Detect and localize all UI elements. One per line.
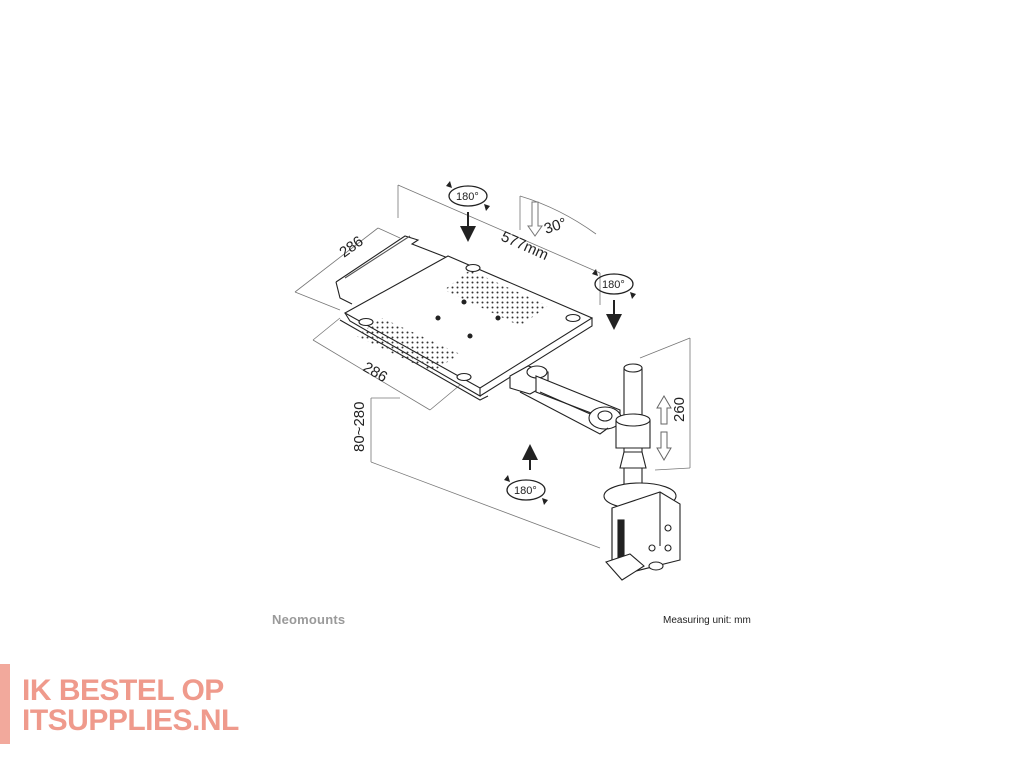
rotation-label: 180° (602, 279, 625, 291)
mount-pole (603, 363, 681, 581)
rotation-indicator-right: 180° (592, 269, 636, 299)
laptop-tray (335, 235, 594, 401)
badge-accent-bar (0, 664, 10, 744)
tilt-arrow (527, 201, 543, 237)
rotation-indicator-top: 180° (446, 181, 490, 211)
store-badge: IK BESTEL OP ITSUPPLIES.NL (0, 664, 239, 744)
dimension-height-range: 80~280 (351, 402, 368, 452)
dimension-arm-reach: 577mm (498, 228, 551, 264)
rotation-label: 180° (456, 191, 479, 203)
brand-label: Neomounts (272, 612, 346, 627)
dimension-tray-width: 286 (360, 359, 390, 386)
rotation-label: 180° (514, 485, 537, 497)
movement-arrows (460, 212, 622, 470)
badge-line-2: ITSUPPLIES.NL (22, 704, 239, 737)
dimension-pole-height: 260 (671, 397, 688, 422)
measuring-unit-label: Measuring unit: mm (663, 615, 751, 626)
dimension-lines (294, 184, 691, 549)
dimension-tilt-angle: 30° (542, 215, 569, 238)
badge-line-1: IK BESTEL OP (22, 674, 224, 707)
rotation-indicator-bottom: 180° (504, 475, 548, 505)
height-adjust-arrows (656, 395, 672, 461)
mount-arm (509, 365, 622, 435)
